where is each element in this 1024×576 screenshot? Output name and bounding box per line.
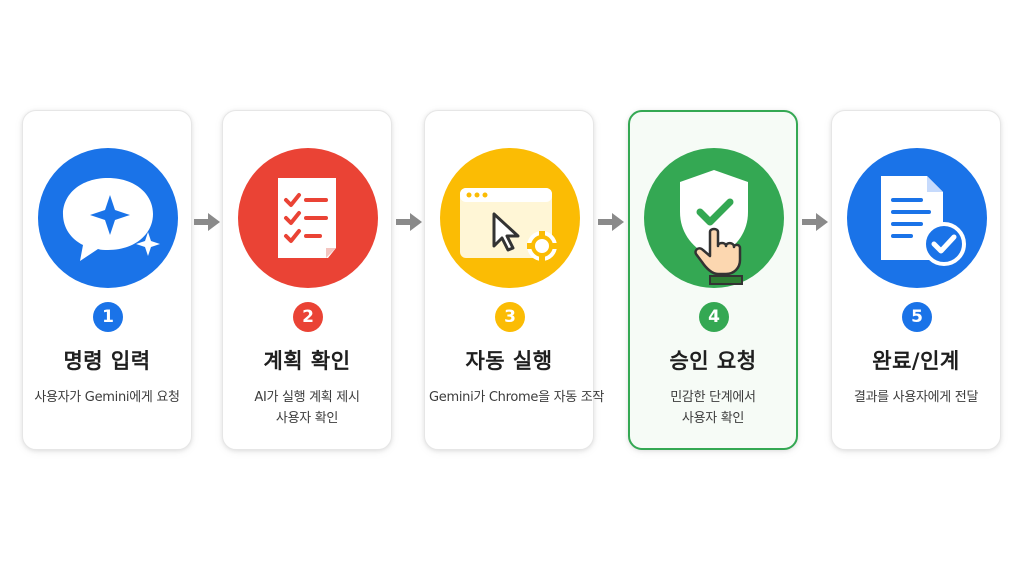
step-description-line: 사용자 확인 xyxy=(275,411,339,426)
arrow-right-icon xyxy=(194,213,220,231)
step-number-badge: 5 xyxy=(902,302,932,332)
step-description: 사용자가 Gemini에게 요청 xyxy=(27,387,187,408)
arrow-right-icon xyxy=(396,213,422,231)
step-title: 명령 입력 xyxy=(63,349,151,373)
step-card-2: 2 계획 확인 AI가 실행 계획 제시 사용자 확인 xyxy=(222,110,392,450)
step-description-line: 사용자 확인 xyxy=(681,411,745,426)
step-description: AI가 실행 계획 제시 사용자 확인 xyxy=(227,387,387,429)
arrow-right-icon xyxy=(802,213,828,231)
step-number-badge: 4 xyxy=(699,302,729,332)
chat-sparkle-icon xyxy=(38,148,178,288)
step-number-badge: 2 xyxy=(293,302,323,332)
step-card-1: 1 명령 입력 사용자가 Gemini에게 요청 xyxy=(22,110,192,450)
step-title: 완료/인계 xyxy=(872,349,960,373)
browser-cursor-gear-icon xyxy=(440,148,580,288)
step-card-3: 3 자동 실행 Gemini가 Chrome을 자동 조작 xyxy=(424,110,605,450)
step-title: 승인 요청 xyxy=(669,349,757,373)
step-number-badge: 3 xyxy=(495,302,525,332)
step-description: 민감한 단계에서 사용자 확인 xyxy=(634,387,792,429)
step-description-line: AI가 실행 계획 제시 xyxy=(254,390,360,405)
step-description: 결과를 사용자에게 전달 xyxy=(836,387,996,408)
checklist-icon xyxy=(238,148,378,288)
step-card-4: 4 승인 요청 민감한 단계에서 사용자 확인 xyxy=(628,110,798,450)
step-description-line: 민감한 단계에서 xyxy=(670,390,756,405)
step-description-line: 결과를 사용자에게 전달 xyxy=(853,390,979,405)
step-description-line: 사용자가 Gemini에게 요청 xyxy=(34,390,180,405)
step-description: Gemini가 Chrome을 자동 조작 xyxy=(429,387,605,408)
document-check-icon xyxy=(847,148,987,288)
arrow-right-icon xyxy=(598,213,624,231)
step-number-badge: 1 xyxy=(93,302,123,332)
shield-check-hand-icon xyxy=(644,148,784,288)
step-card-5: 5 완료/인계 결과를 사용자에게 전달 xyxy=(831,110,1001,450)
step-title: 계획 확인 xyxy=(263,349,351,373)
step-description-line: Gemini가 Chrome을 자동 조작 xyxy=(429,390,605,405)
step-title: 자동 실행 xyxy=(465,349,553,373)
